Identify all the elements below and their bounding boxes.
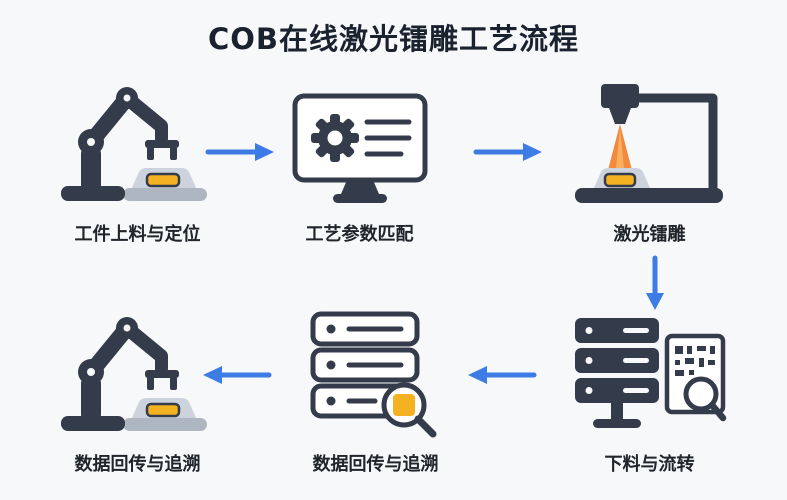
arrow-left-icon	[465, 363, 537, 387]
step-loading-positioning: 工件上料与定位	[30, 78, 245, 246]
robot-arm-icon	[50, 78, 225, 210]
arrow-left-icon	[200, 363, 272, 387]
diagram-title: COB在线激光镭雕工艺流程	[207, 22, 580, 56]
step-laser-marking: 激光镭雕	[542, 78, 757, 246]
step-data-traceability: 数据回传与追溯	[268, 308, 483, 476]
step-label: 数据回传与追溯	[74, 454, 201, 475]
robot-arm-icon	[50, 308, 225, 440]
server-document-magnifier-icon	[562, 308, 737, 440]
laser-marker-icon	[562, 78, 737, 210]
arrow-right-icon	[205, 140, 277, 164]
step-label: 工件上料与定位	[74, 224, 201, 245]
step-label: 下料与流转	[604, 454, 695, 475]
step-label: 工艺参数匹配	[305, 224, 414, 245]
step-unload-transfer: 下料与流转	[542, 308, 757, 476]
arrow-right-icon	[473, 140, 545, 164]
server-magnifier-icon	[288, 308, 463, 440]
step-parameter-matching: 工艺参数匹配	[252, 78, 467, 246]
arrow-down-icon	[643, 255, 667, 313]
step-label: 数据回传与追溯	[312, 454, 439, 475]
step-label: 激光镭雕	[613, 224, 686, 245]
step-data-traceability-2: 数据回传与追溯	[30, 308, 245, 476]
monitor-gear-icon	[272, 78, 447, 210]
